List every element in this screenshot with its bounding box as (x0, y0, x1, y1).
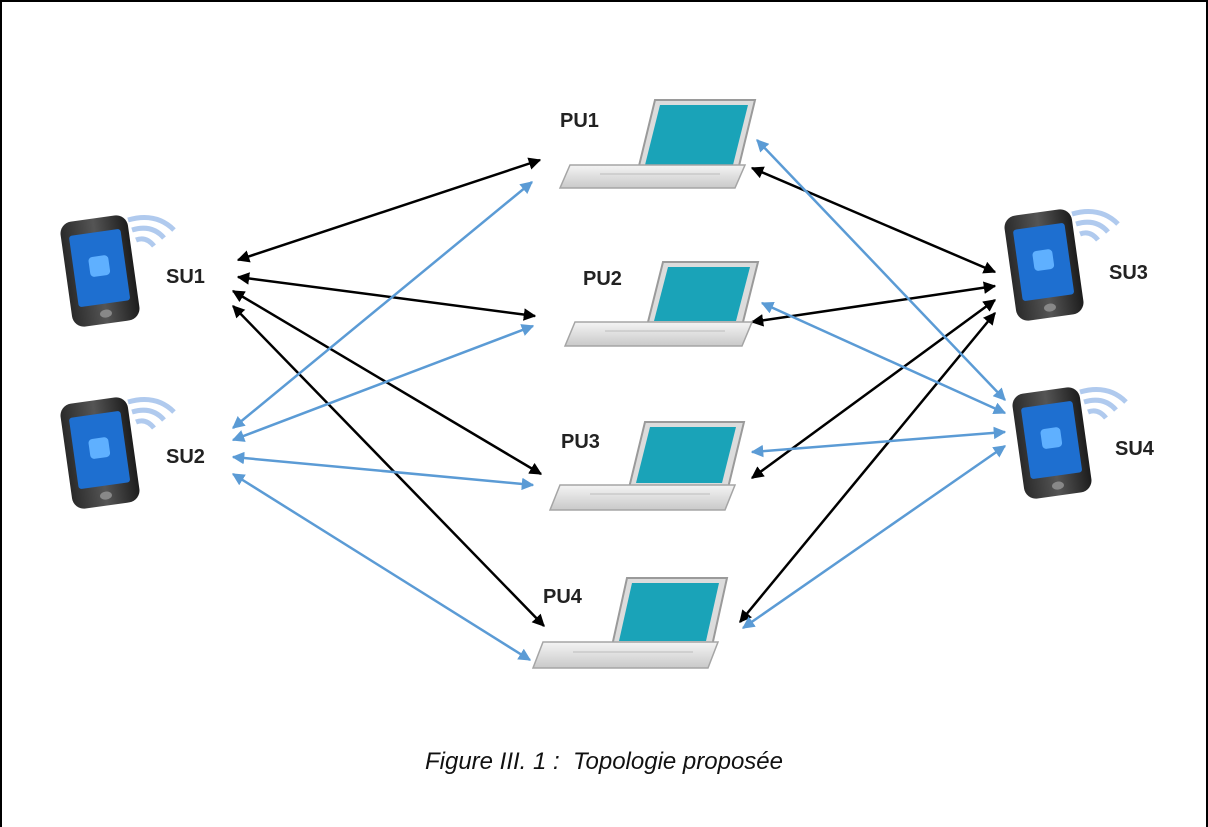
figure-caption: Figure III. 1 : Topologie proposée (424, 748, 783, 775)
label-su3: SU3 (1109, 262, 1148, 284)
label-pu1: PU1 (560, 110, 599, 132)
link-su3-pu2 (750, 281, 997, 327)
laptop-icon (558, 99, 757, 189)
smartphone-icon (60, 397, 176, 509)
link-su3-pu1 (750, 166, 997, 274)
label-pu2: PU2 (583, 268, 622, 290)
link-su3-pu3 (750, 298, 997, 480)
laptop-icon (531, 577, 729, 669)
link-su4-pu1 (756, 139, 1006, 401)
smartphone-icon (1012, 387, 1128, 499)
link-su1-pu4 (232, 305, 545, 627)
smartphone-icon (60, 215, 176, 327)
label-su1: SU1 (166, 266, 205, 288)
link-su1-pu1 (236, 157, 542, 263)
laptop-icon (563, 261, 760, 347)
link-su2-pu1 (232, 181, 533, 429)
link-su4-pu3 (750, 426, 1007, 458)
link-su4-pu2 (760, 301, 1007, 415)
link-su4-pu4 (741, 444, 1007, 630)
label-su2: SU2 (166, 446, 205, 468)
link-su1-pu2 (236, 272, 537, 321)
label-pu4: PU4 (543, 586, 583, 608)
smartphone-icon (1004, 209, 1120, 321)
link-su2-pu2 (231, 324, 535, 442)
links-layer (231, 139, 1007, 662)
laptop-icon (548, 421, 746, 511)
label-pu3: PU3 (561, 431, 600, 453)
link-su2-pu4 (231, 472, 532, 662)
label-su4: SU4 (1115, 438, 1155, 460)
link-su3-pu4 (739, 312, 996, 623)
